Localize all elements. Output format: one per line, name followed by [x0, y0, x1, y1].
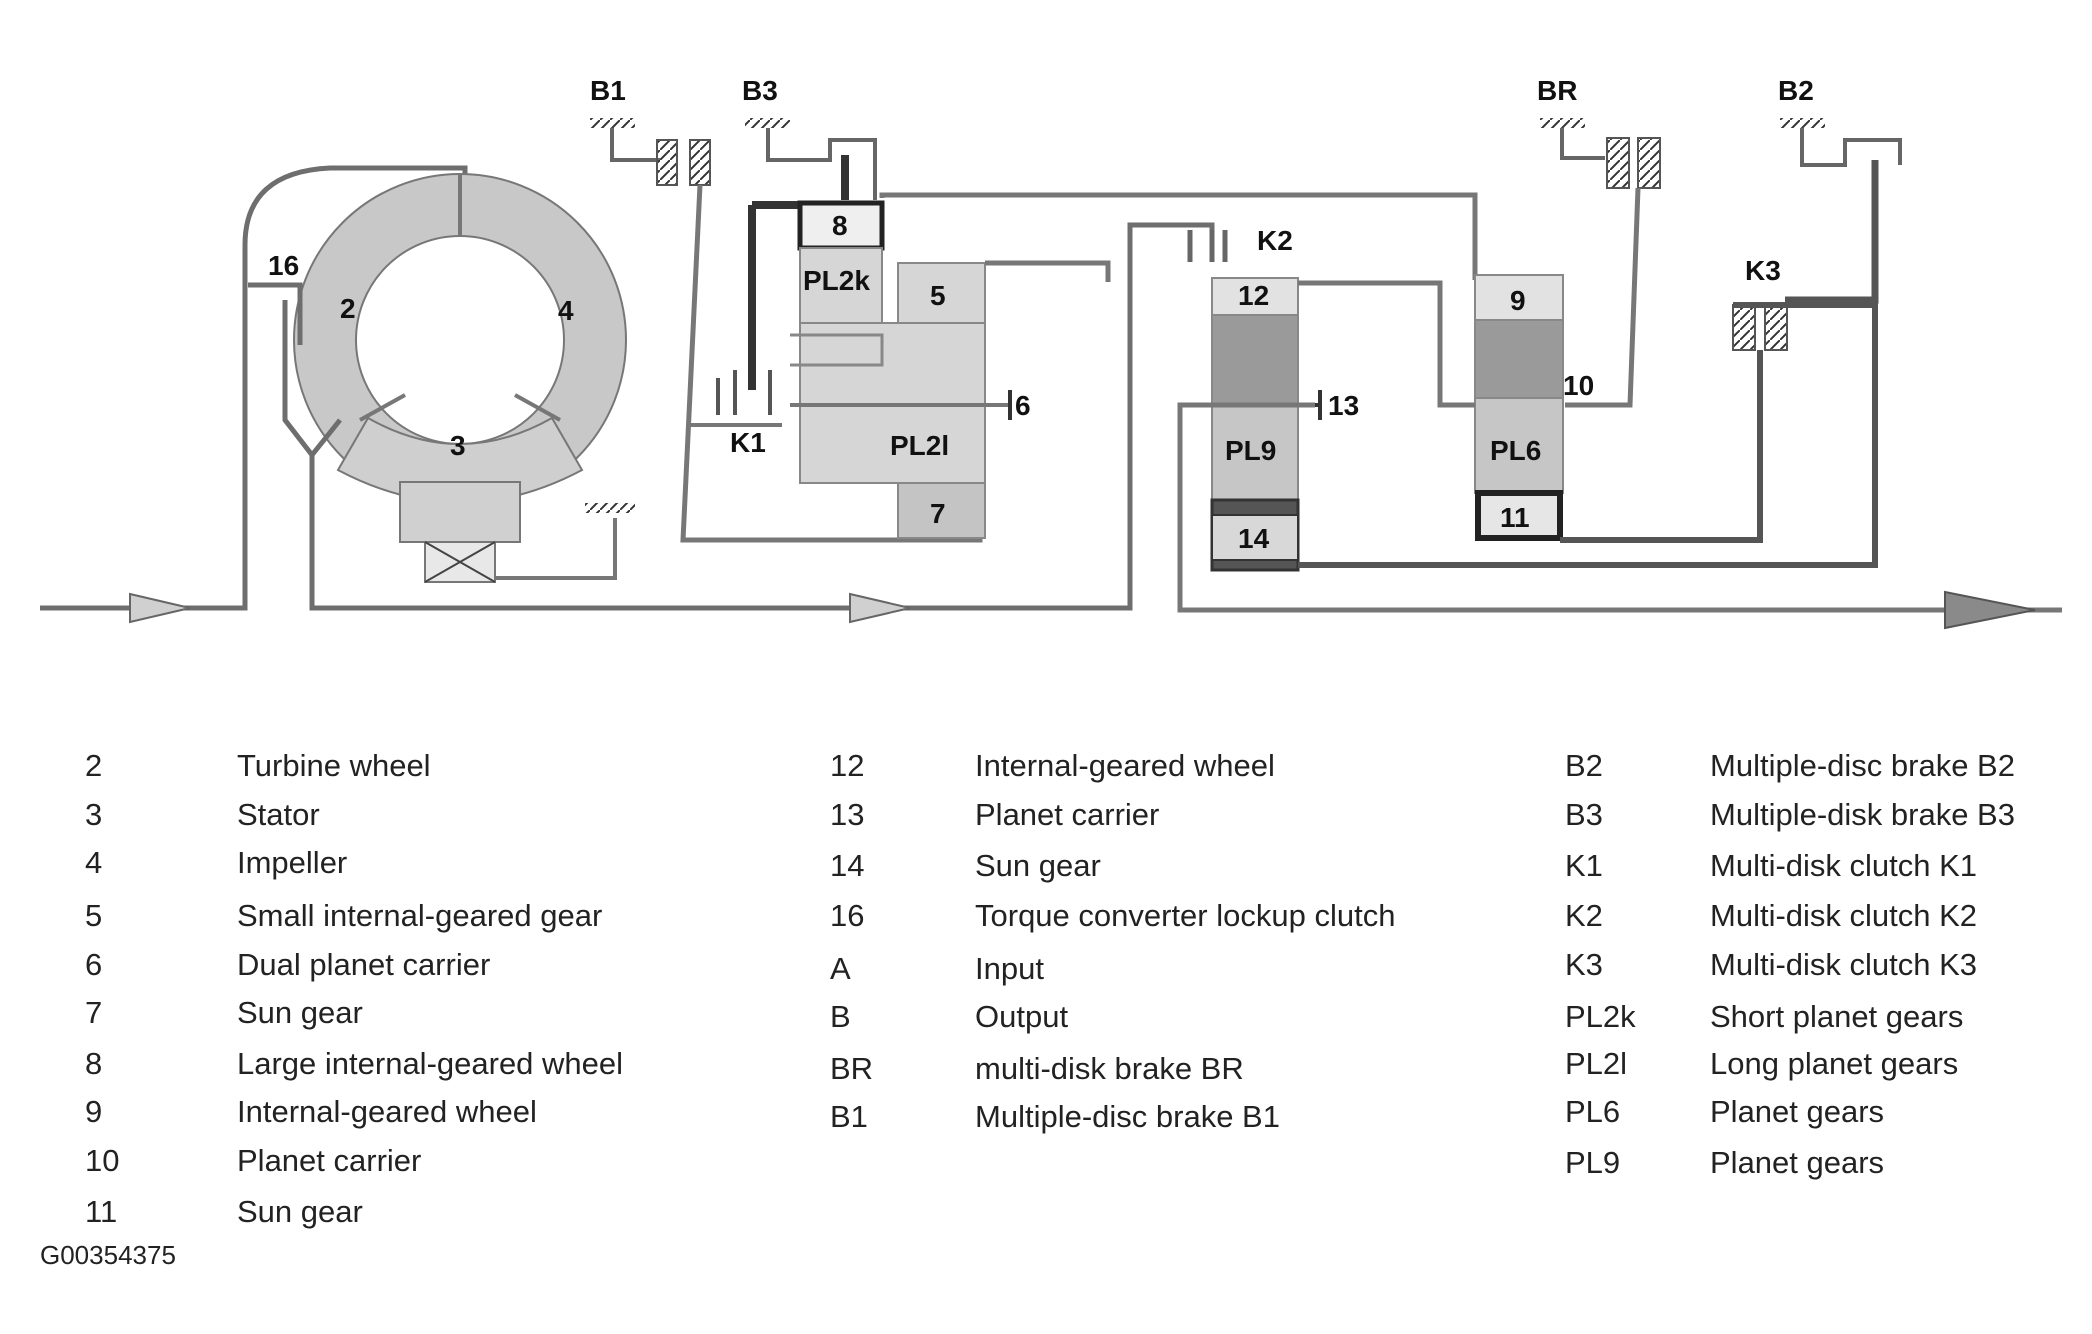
legend-description: Planet carrier [237, 1143, 422, 1178]
label-10: 10 [1563, 370, 1594, 401]
label-br: BR [1537, 75, 1577, 106]
legend-code: 12 [830, 748, 865, 783]
legend-code: 11 [85, 1194, 118, 1229]
legend-code: PL2l [1565, 1046, 1628, 1081]
brake-br [1540, 118, 1661, 408]
legend-code: PL9 [1565, 1145, 1621, 1180]
legend-description: Dual planet carrier [237, 947, 491, 982]
label-9: 9 [1510, 285, 1526, 316]
legend-description: Impeller [237, 845, 348, 880]
simple-gearset-2 [1210, 277, 1322, 572]
legend-description: Input [975, 951, 1044, 986]
output-shaft [1177, 402, 2062, 613]
legend-code: 6 [85, 947, 103, 982]
lockup-clutch-16 [248, 222, 1215, 611]
legend-description: Internal-geared wheel [975, 748, 1275, 783]
legend-code: 13 [830, 797, 865, 832]
legend-code: B [830, 999, 851, 1034]
brake-b2 [1780, 118, 1902, 304]
legend-code: B2 [1565, 748, 1603, 783]
brake-b3 [745, 118, 877, 200]
label-3: 3 [450, 430, 466, 461]
label-13: 13 [1328, 390, 1359, 421]
legend-code: 9 [85, 1094, 103, 1129]
legend-description: Small internal-geared gear [237, 898, 603, 933]
legend-description: Multiple-disc brake B1 [975, 1099, 1280, 1134]
label-2: 2 [340, 293, 356, 324]
legend-code: K2 [1565, 898, 1603, 933]
legend-code: B1 [830, 1099, 868, 1134]
legend-code: 2 [85, 748, 103, 783]
legend-description: Multiple-disc brake B2 [1710, 748, 2015, 783]
legend-description: Sun gear [237, 1194, 363, 1229]
legend-description: Planet carrier [975, 797, 1160, 832]
legend-code: 3 [85, 797, 103, 832]
legend-code: K1 [1565, 848, 1603, 883]
label-pl9: PL9 [1225, 435, 1276, 466]
legend-code: 4 [85, 845, 103, 880]
label-pl2l: PL2l [890, 430, 949, 461]
legend-code: A [830, 951, 851, 986]
label-k1: K1 [730, 427, 766, 458]
label-7: 7 [930, 498, 946, 529]
transmission-schematic: B1 B3 BR B2 K1 K2 K3 16 2 3 4 8 PL2k 5 6… [40, 75, 2062, 630]
legend-description: Multi-disk clutch K1 [1710, 848, 1978, 883]
label-14: 14 [1238, 523, 1270, 554]
output-arrow [1944, 590, 2036, 630]
legend-code: 5 [85, 898, 103, 933]
legend-description: Internal-geared wheel [237, 1094, 537, 1129]
torque-converter [293, 173, 635, 583]
legend-code: PL6 [1565, 1094, 1621, 1129]
legend-code: PL2k [1565, 999, 1636, 1034]
label-k3: K3 [1745, 255, 1781, 286]
shaft-arrow [849, 592, 911, 624]
label-11: 11 [1500, 502, 1530, 533]
legend-code: 16 [830, 898, 865, 933]
legend-description: Multi-disk clutch K2 [1710, 898, 1978, 933]
legend-description: Output [975, 999, 1069, 1034]
label-k2: K2 [1257, 225, 1293, 256]
clutch-k2 [1187, 230, 1228, 262]
simple-gearset-3 [1298, 274, 1564, 541]
label-4: 4 [558, 295, 574, 326]
label-b3: B3 [742, 75, 778, 106]
legend-description: Torque converter lockup clutch [975, 898, 1396, 933]
legend-code: 8 [85, 1046, 103, 1081]
legend-description: Long planet gears [1710, 1046, 1959, 1081]
legend-description: Large internal-geared wheel [237, 1046, 624, 1081]
label-6: 6 [1015, 390, 1031, 421]
legend-description: Multi-disk clutch K3 [1710, 947, 1978, 982]
label-5: 5 [930, 280, 946, 311]
legend-code: K3 [1565, 947, 1603, 982]
legend-code: 14 [830, 848, 865, 883]
figure-id: G00354375 [40, 1240, 176, 1270]
ravigneaux-gearset [790, 192, 1478, 539]
legend-code: BR [830, 1051, 874, 1086]
label-8: 8 [832, 210, 848, 241]
legend-description: Planet gears [1710, 1145, 1885, 1180]
label-b2: B2 [1778, 75, 1814, 106]
label-b1: B1 [590, 75, 626, 106]
legend-description: Sun gear [237, 995, 363, 1030]
label-pl2k: PL2k [803, 265, 870, 296]
legend-description: multi-disk brake BR [975, 1051, 1244, 1086]
legend-description: Short planet gears [1710, 999, 1964, 1034]
clutch-k3 [1298, 302, 1878, 568]
label-12: 12 [1238, 280, 1269, 311]
clutch-k1 [690, 201, 800, 427]
legend-description: Sun gear [975, 848, 1101, 883]
legend-code: 7 [85, 995, 103, 1030]
legend-description: Multiple-disk brake B3 [1710, 797, 2015, 832]
label-pl6: PL6 [1490, 435, 1541, 466]
legend-description: Stator [237, 797, 320, 832]
legend-code: B3 [1565, 797, 1603, 832]
legend-code: 10 [85, 1143, 120, 1178]
label-16: 16 [268, 250, 299, 281]
legend-description: Planet gears [1710, 1094, 1885, 1129]
legend-description: Turbine wheel [237, 748, 431, 783]
input-shaft [40, 165, 468, 611]
input-arrow [129, 592, 191, 624]
